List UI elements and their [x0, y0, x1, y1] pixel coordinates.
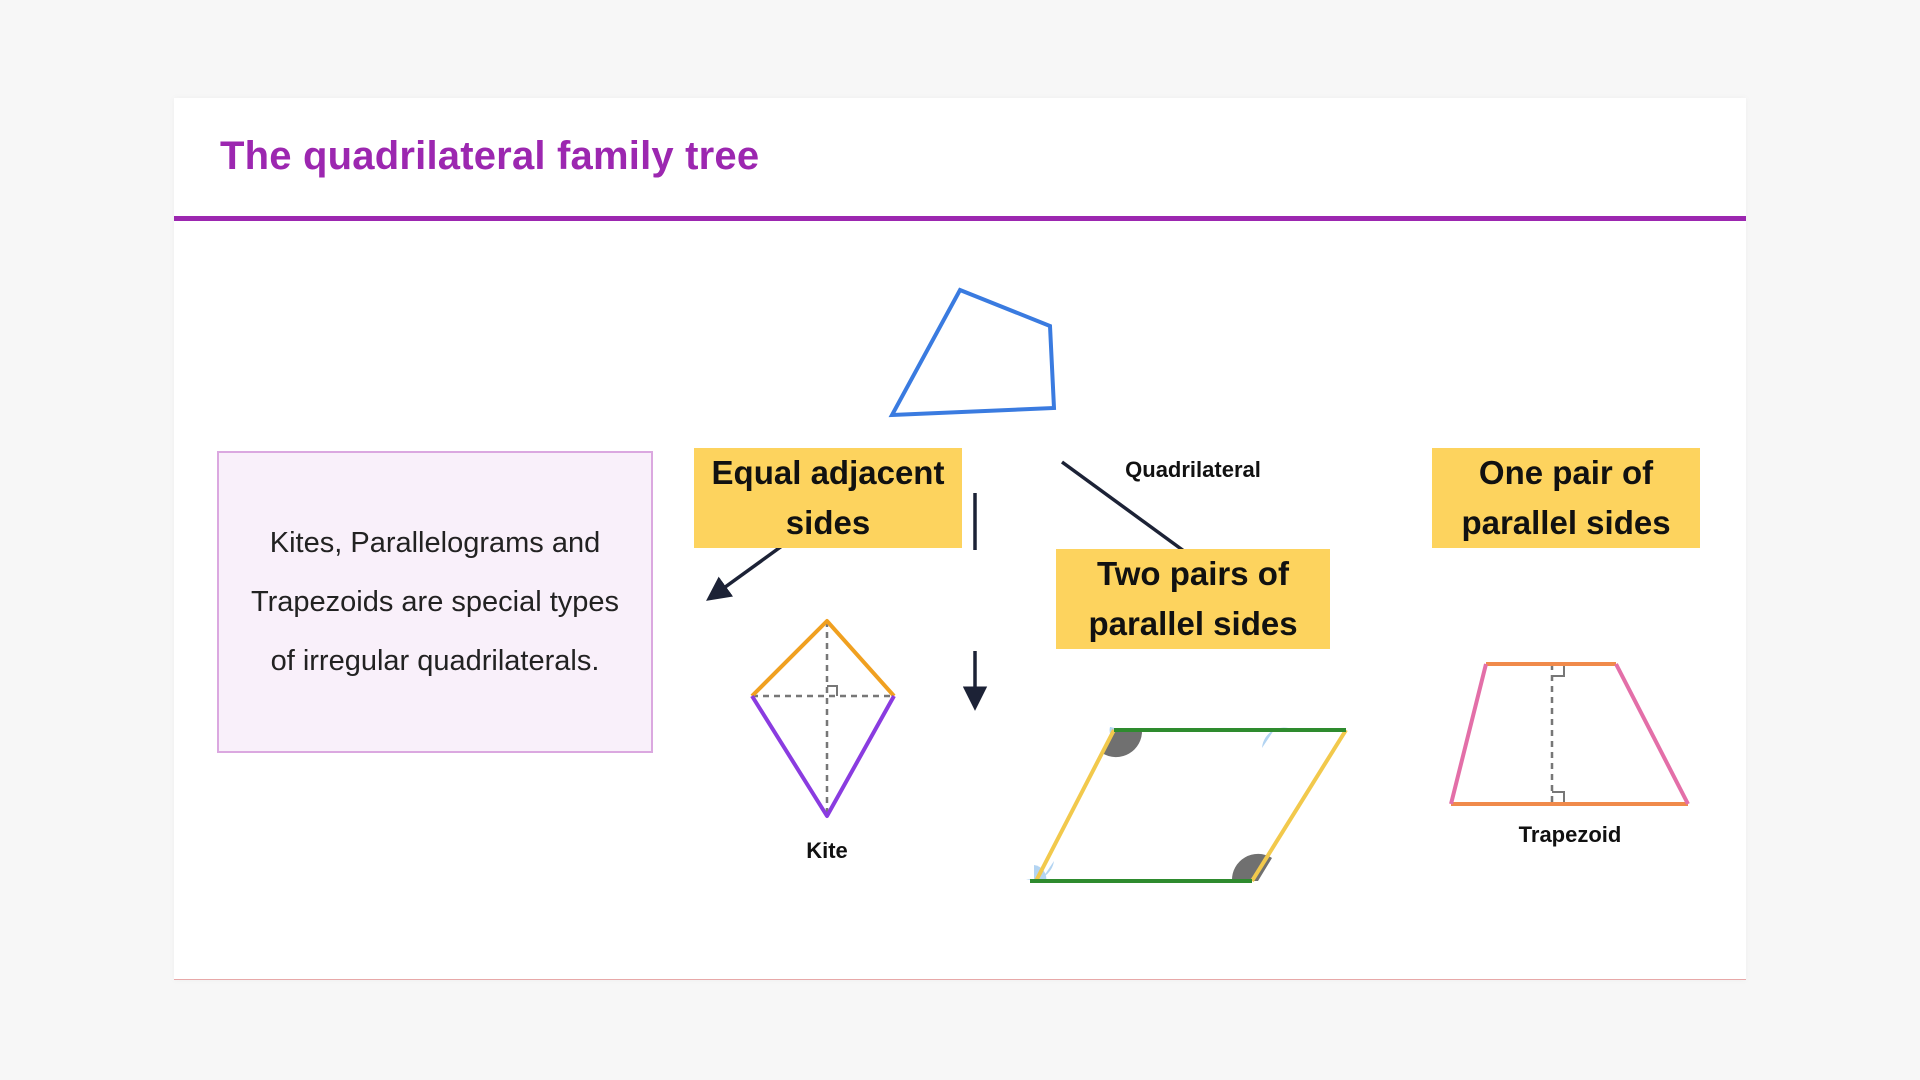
trapezoid-label: Trapezoid	[1518, 822, 1622, 847]
kite-label: Kite	[806, 838, 848, 863]
condition-tag-trapezoid: One pair of parallel sides	[1432, 448, 1700, 548]
condition-tag-parallelogram: Two pairs of parallel sides	[1056, 549, 1330, 649]
quadrilateral-label: Quadrilateral	[1125, 457, 1261, 482]
kite-shape	[750, 619, 896, 818]
quadrilateral-shape	[888, 287, 1057, 418]
parallelogram-shape	[1026, 727, 1348, 883]
info-box: Kites, Parallelograms and Trapezoids are…	[217, 451, 653, 753]
trapezoid-shape	[1449, 662, 1690, 806]
condition-tag-kite: Equal adjacent sides	[694, 448, 962, 548]
slide-title: The quadrilateral family tree	[220, 134, 760, 178]
info-text: Kites, Parallelograms and Trapezoids are…	[250, 526, 620, 677]
slide: The quadrilateral family tree Kites, Par…	[174, 98, 1746, 980]
title-divider	[174, 216, 1746, 221]
